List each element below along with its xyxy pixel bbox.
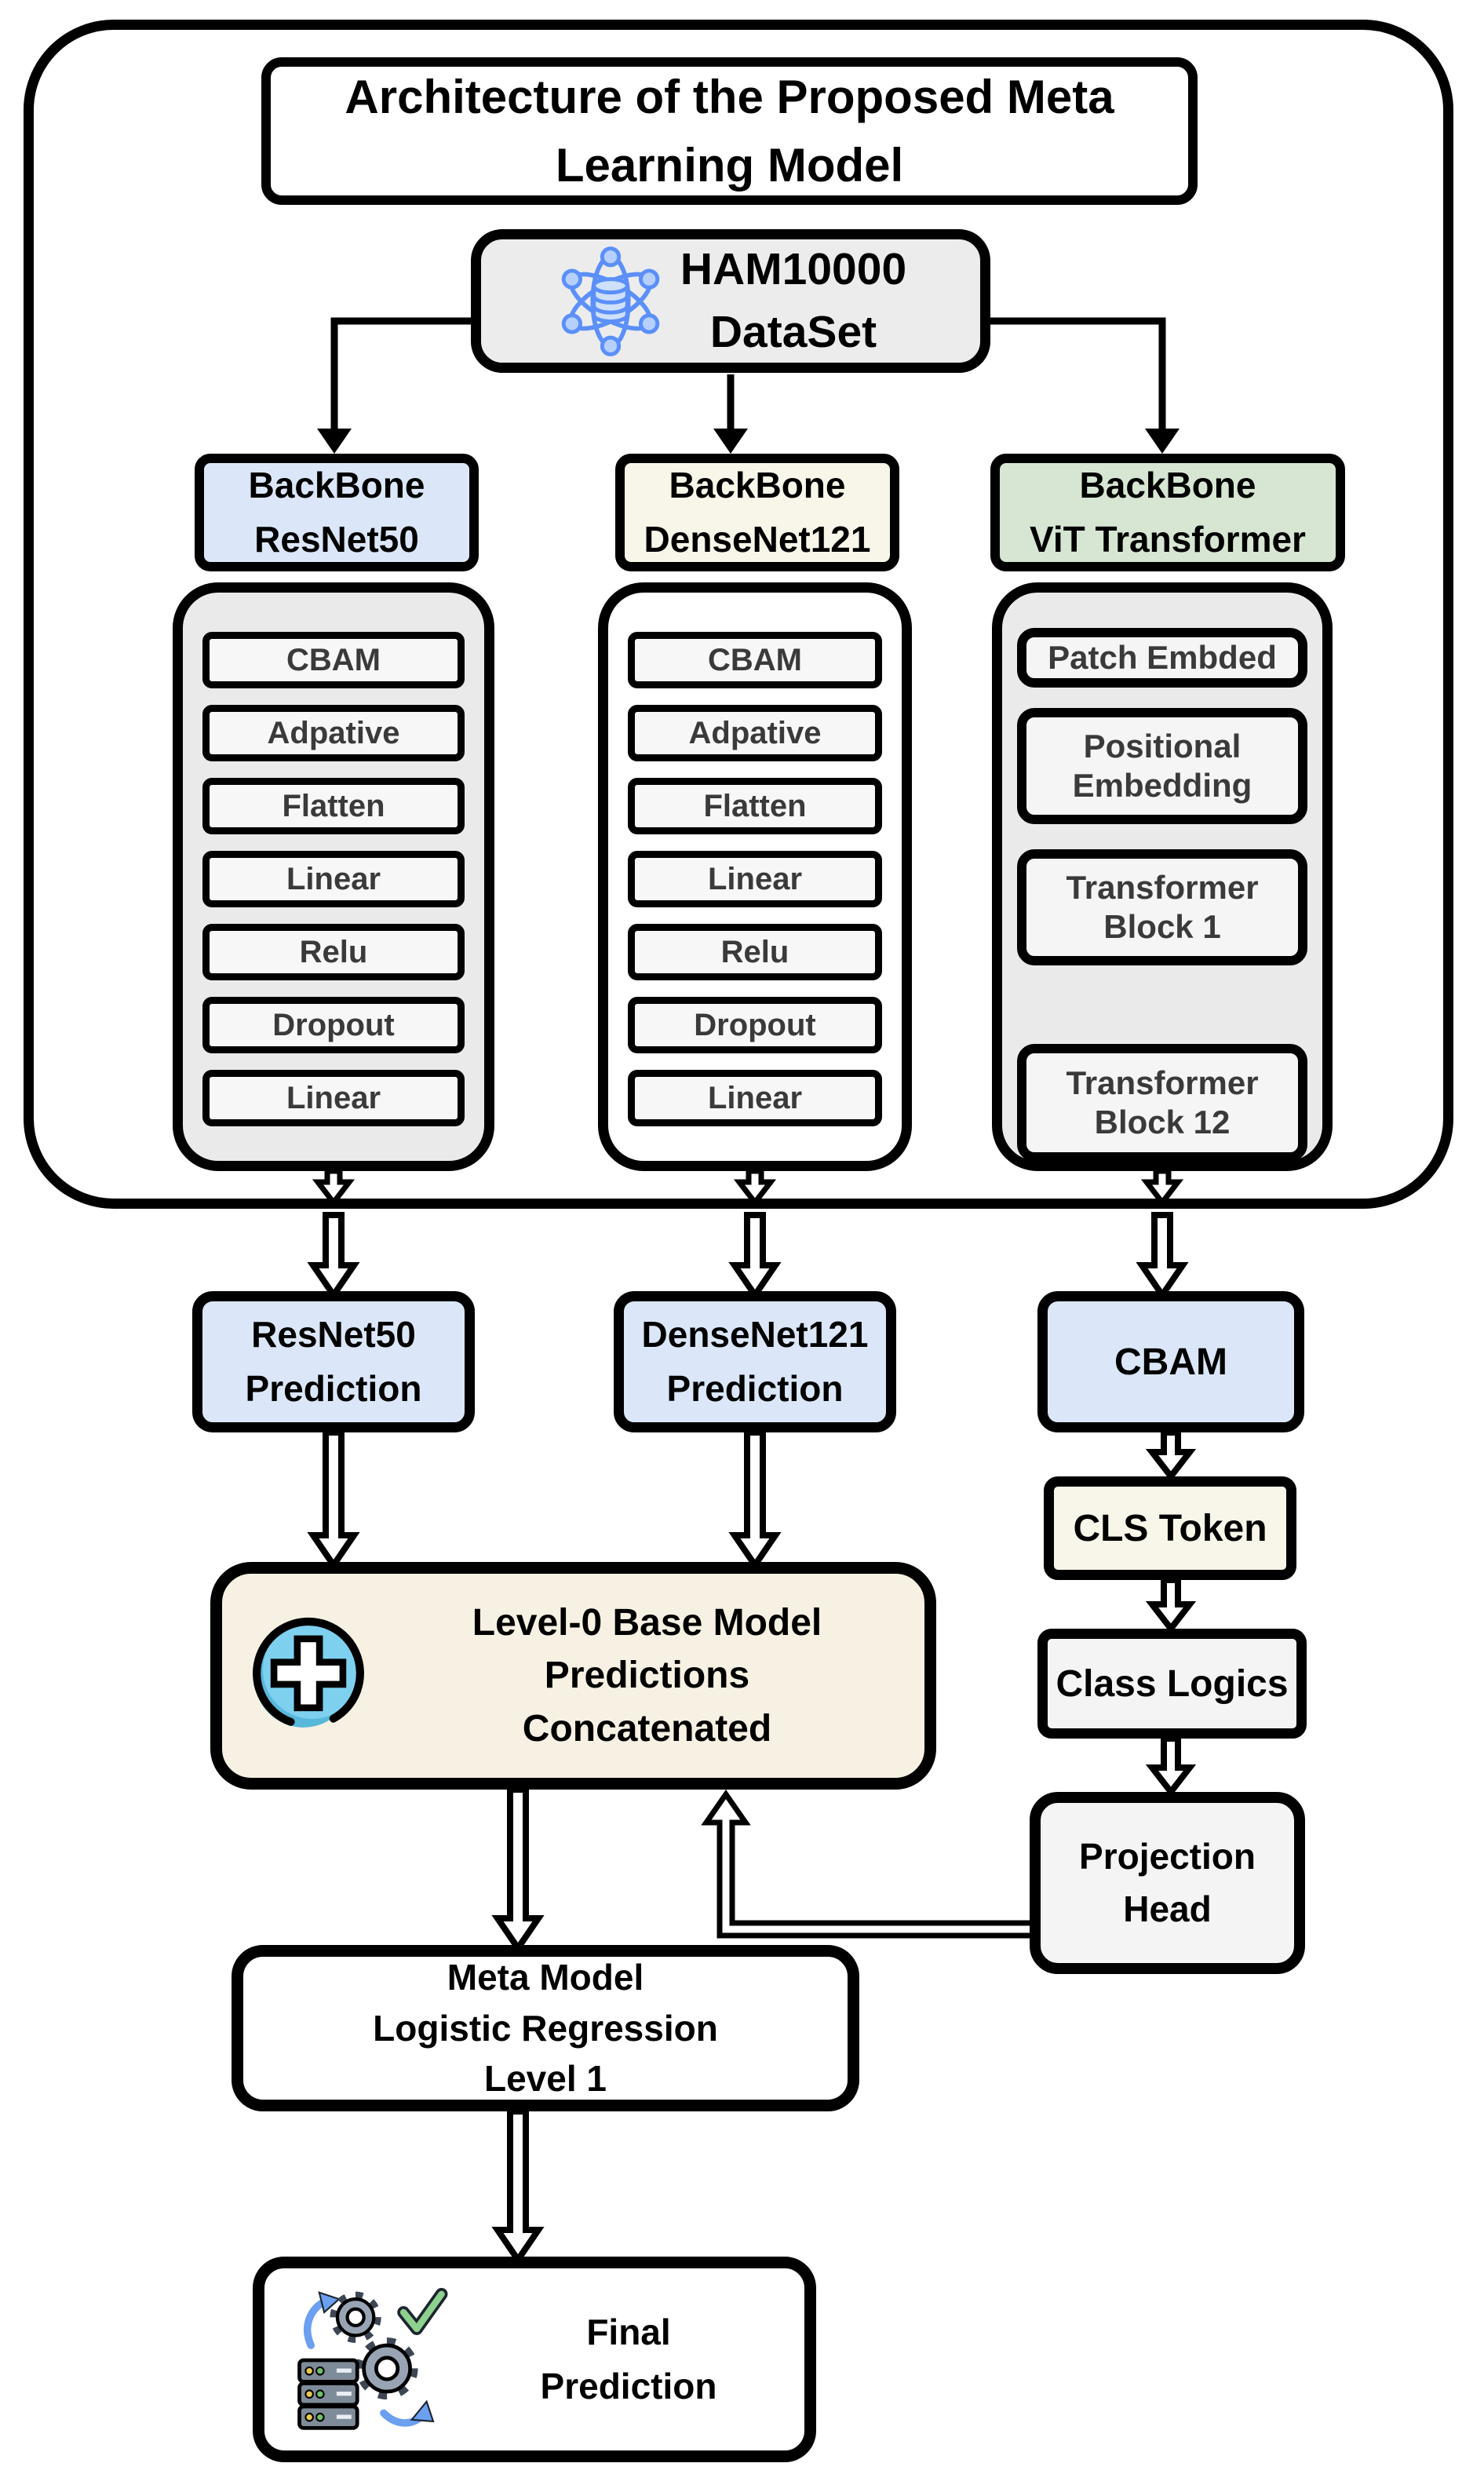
- cbam-box: CBAM: [1037, 1291, 1304, 1432]
- backbone-densenet121-line2: DenseNet121: [644, 519, 871, 560]
- vit-layer-transformer-block-12: Transformer Block 12: [1017, 1044, 1307, 1162]
- arrow-dataset-to-densenet: [713, 374, 748, 454]
- class-logics-box: Class Logics: [1037, 1629, 1307, 1739]
- level0-concat-box: Level-0 Base Model Predictions Concatena…: [210, 1562, 936, 1790]
- resnet-pred-line2: Prediction: [245, 1368, 422, 1409]
- gear-small: [330, 2291, 381, 2343]
- vit-layer-patch-embed: Patch Embded: [1017, 628, 1307, 688]
- densenet-pred-line1: DenseNet121: [641, 1314, 869, 1355]
- densenet-pred-line2: Prediction: [666, 1368, 844, 1409]
- meta-line1: Meta Model: [447, 1957, 644, 1998]
- class-logics-label: Class Logics: [1056, 1662, 1289, 1705]
- gear-big: [356, 2337, 418, 2400]
- arrow-vit-stack-exit: [1140, 1168, 1184, 1207]
- final-line1: Final: [586, 2312, 671, 2352]
- cls-token-box: CLS Token: [1044, 1476, 1296, 1580]
- server-stack: [297, 2358, 359, 2430]
- final-line2: Prediction: [540, 2366, 717, 2407]
- arrow-resnet-pred-to-concat: [307, 1429, 360, 1571]
- diagram-title-line2: Learning Model: [555, 139, 904, 192]
- arrow-densenet-pred-to-concat: [728, 1429, 782, 1571]
- diagram-title-line1: Architecture of the Proposed Meta: [345, 71, 1114, 123]
- resnet-layer-relu: Relu: [202, 924, 465, 980]
- densenet-layer-cbam: CBAM: [628, 632, 882, 688]
- arrow-to-densenet-prediction: [728, 1212, 782, 1301]
- arrow-cbam-to-cls: [1145, 1429, 1197, 1482]
- arrow-meta-to-final: [491, 2108, 545, 2266]
- vit-layer-positional-embedding: Positional Embedding: [1017, 708, 1307, 824]
- arrow-cls-to-logics: [1145, 1577, 1197, 1634]
- densenet-layer-adpative: Adpative: [628, 705, 882, 761]
- cbam-label: CBAM: [1114, 1341, 1227, 1383]
- backbone-resnet50: BackBone ResNet50: [195, 454, 479, 571]
- cls-token-label: CLS Token: [1073, 1507, 1267, 1549]
- arrow-to-cbam: [1136, 1212, 1189, 1301]
- vit-block1-line1: Transformer: [1066, 868, 1259, 906]
- vit-layer-transformer-block-1: Transformer Block 1: [1017, 849, 1307, 965]
- vit-block1-line2: Block 1: [1103, 908, 1221, 945]
- densenet-layer-dropout: Dropout: [628, 997, 882, 1053]
- concat-line1: Level-0 Base Model: [472, 1602, 822, 1644]
- diagram-title: Architecture of the Proposed Meta Learni…: [261, 57, 1198, 205]
- projection-line2: Head: [1123, 1888, 1212, 1929]
- gears-server-check-icon: [291, 2281, 448, 2438]
- architecture-outer-frame: [24, 20, 1453, 1209]
- densenet-layer-relu: Relu: [628, 924, 882, 980]
- resnet50-prediction-box: ResNet50 Prediction: [192, 1291, 475, 1432]
- resnet-layer-linear2: Linear: [202, 1070, 465, 1126]
- arrow-resnet-stack-exit: [312, 1168, 356, 1207]
- meta-line2: Logistic Regression: [373, 2007, 718, 2049]
- backbone-vit-line2: ViT Transformer: [1030, 519, 1306, 560]
- network-database-icon: [555, 243, 666, 360]
- arrow-densenet-stack-exit: [733, 1168, 777, 1207]
- densenet-layer-linear2: Linear: [628, 1070, 882, 1126]
- arrow-dataset-to-resnet: [317, 317, 471, 454]
- arrow-dataset-to-vit: [990, 317, 1180, 454]
- dataset-name-line2: DataSet: [709, 306, 877, 357]
- backbone-densenet121: BackBone DenseNet121: [615, 454, 899, 571]
- densenet-layer-flatten: Flatten: [628, 778, 882, 834]
- backbone-resnet50-line1: BackBone: [248, 465, 425, 505]
- plus-icon: [246, 1613, 371, 1739]
- arrow-projection-to-concat: [701, 1789, 1039, 1939]
- backbone-vit-line1: BackBone: [1079, 465, 1256, 505]
- resnet-layer-adpative: Adpative: [202, 705, 465, 761]
- projection-head-box: Projection Head: [1030, 1792, 1305, 1974]
- vit-block12-line2: Block 12: [1094, 1104, 1231, 1140]
- dataset-name-line1: HAM10000: [680, 243, 907, 294]
- resnet-layer-linear1: Linear: [202, 851, 465, 907]
- meta-model-box: Meta Model Logistic Regression Level 1: [232, 1945, 859, 2111]
- concat-line2: Predictions: [544, 1655, 750, 1697]
- vit-positional-line2: Embedding: [1072, 767, 1252, 804]
- concat-line3: Concatenated: [522, 1707, 772, 1750]
- resnet-pred-line1: ResNet50: [251, 1314, 416, 1355]
- backbone-vit: BackBone ViT Transformer: [990, 454, 1345, 571]
- arrow-logics-to-projection: [1145, 1735, 1197, 1797]
- resnet-layer-flatten: Flatten: [202, 778, 465, 834]
- meta-line3: Level 1: [484, 2058, 607, 2100]
- arrow-to-resnet-prediction: [307, 1212, 360, 1301]
- dataset-box: HAM10000 DataSet: [471, 229, 990, 373]
- backbone-densenet121-line1: BackBone: [669, 465, 846, 505]
- densenet-layer-linear1: Linear: [628, 851, 882, 907]
- backbone-resnet50-line2: ResNet50: [254, 519, 419, 560]
- final-prediction-box: Final Prediction: [253, 2257, 816, 2462]
- vit-block12-line1: Transformer: [1066, 1064, 1259, 1101]
- projection-line1: Projection: [1079, 1836, 1256, 1877]
- resnet-layer-dropout: Dropout: [202, 997, 465, 1053]
- resnet-layer-cbam: CBAM: [202, 632, 465, 688]
- vit-positional-line1: Positional: [1083, 727, 1242, 764]
- arrow-concat-to-meta: [491, 1786, 545, 1954]
- densenet121-prediction-box: DenseNet121 Prediction: [614, 1291, 896, 1432]
